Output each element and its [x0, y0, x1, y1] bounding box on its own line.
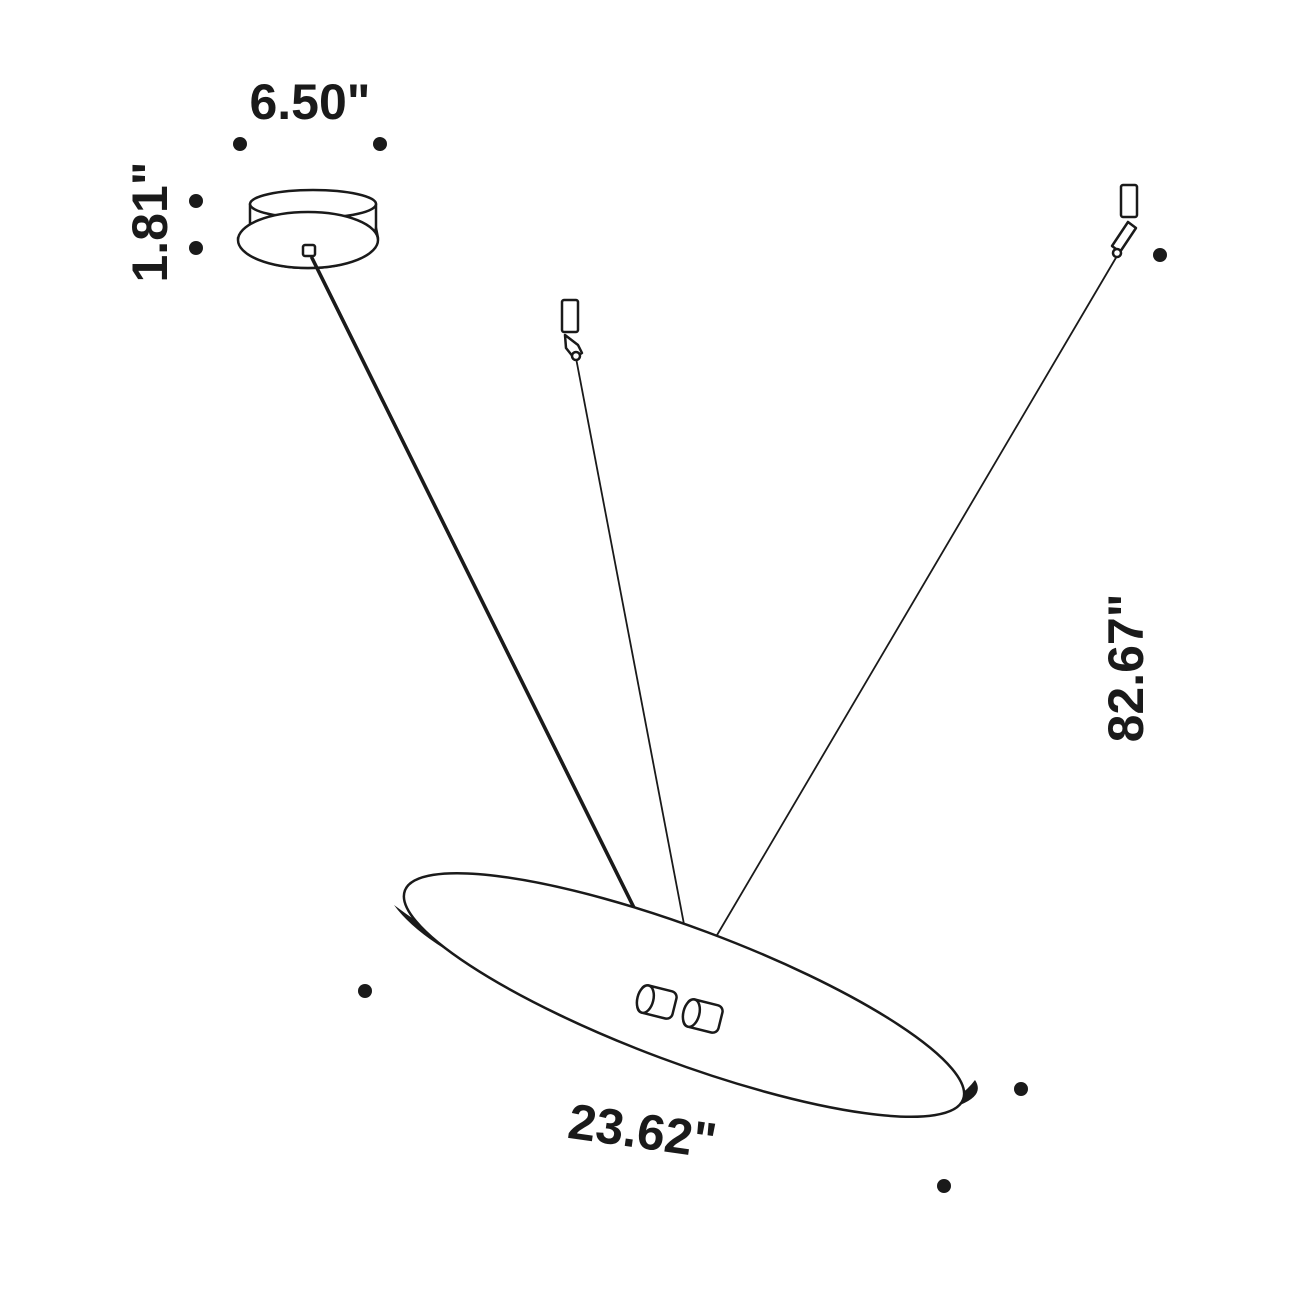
canopy-height-label: 1.81" [122, 161, 178, 282]
overall-height-marker-bottom [937, 1179, 951, 1193]
power-cord [310, 256, 647, 932]
led-module-left [635, 984, 678, 1020]
canopy-width-marker-right [373, 137, 387, 151]
right-ceiling-anchor [1110, 183, 1139, 259]
disc-marker-right [1014, 1082, 1028, 1096]
canopy-bottom [236, 210, 380, 270]
overall-height-marker [1153, 248, 1167, 262]
canopy-height-marker-bottom [189, 241, 203, 255]
right-anchor-ring [1111, 247, 1123, 259]
dimension-markers [189, 137, 1167, 1193]
led-modules [635, 984, 724, 1034]
disc-marker-left [358, 984, 372, 998]
canopy-cable-grip [301, 243, 317, 258]
right-anchor-body [1119, 183, 1139, 219]
disc-shade [394, 871, 978, 1119]
middle-anchor-body [560, 298, 580, 334]
overall-height-label: 82.67" [1098, 594, 1154, 743]
right-suspension-cable [709, 255, 1118, 948]
middle-anchor-ring [570, 350, 582, 362]
right-anchor-gripper [1110, 220, 1138, 254]
middle-suspension-cable [575, 357, 688, 941]
led-module-right [681, 998, 724, 1034]
canopy [236, 188, 380, 270]
disc-diameter-label: 23.62" [565, 1093, 720, 1169]
middle-ceiling-anchor [560, 298, 584, 362]
canopy-width-label: 6.50" [249, 74, 370, 130]
disc-face [402, 871, 966, 1119]
canopy-height-marker-top [189, 194, 203, 208]
canopy-width-marker-left [233, 137, 247, 151]
